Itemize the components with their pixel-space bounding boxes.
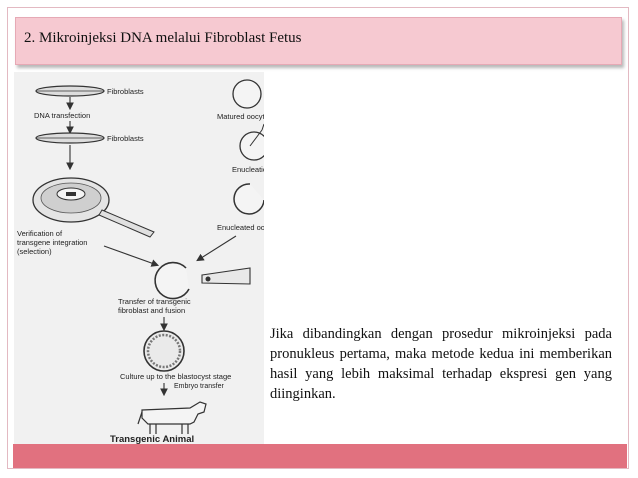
- slide-title: 2. Mikroinjeksi DNA melalui Fibroblast F…: [24, 30, 302, 47]
- arrow-to-transfer-left: [104, 246, 157, 265]
- label-matured-oocyte: Matured oocyte: [217, 112, 264, 121]
- transfer-oocyte: [155, 263, 250, 299]
- fibroblast-dish-2: [36, 133, 104, 143]
- label-verification-3: (selection): [17, 247, 52, 256]
- label-culture: Culture up to the blastocyst stage: [120, 372, 231, 381]
- transgenic-diagram: Fibroblasts DNA transfection Fibroblasts…: [14, 72, 264, 444]
- label-transgenic-animal: Transgenic Animal: [110, 434, 194, 444]
- fibroblast-dish-1: [36, 86, 104, 96]
- matured-oocyte: [233, 80, 261, 108]
- title-bar: 2. Mikroinjeksi DNA melalui Fibroblast F…: [15, 17, 622, 65]
- label-enucleation: Enucleation: [232, 165, 264, 174]
- label-transfer-2: fibroblast and fusion: [118, 306, 185, 315]
- enucleation-oocyte: [240, 124, 264, 160]
- label-dna-transfection: DNA transfection: [34, 111, 90, 120]
- label-enucleated-oocyte: Enucleated oocyte: [217, 223, 264, 232]
- slide-body-text: Jika dibandingkan dengan prosedur mikroi…: [270, 324, 612, 404]
- blastocyst: [144, 331, 184, 371]
- label-verification-1: Verification of: [17, 229, 63, 238]
- arrow-to-transfer-right: [198, 236, 236, 260]
- label-verification-2: transgene integration: [17, 238, 87, 247]
- footer-bar: [13, 444, 627, 468]
- label-transfer-1: Transfer of transgenic: [118, 297, 191, 306]
- diagram-svg: Fibroblasts DNA transfection Fibroblasts…: [14, 72, 264, 444]
- enucleated-oocyte: [234, 184, 264, 214]
- label-fibroblasts-1: Fibroblasts: [107, 87, 144, 96]
- cow-icon: [138, 402, 206, 434]
- label-embryo-transfer: Embryo transfer: [174, 383, 224, 390]
- label-fibroblasts-2: Fibroblasts: [107, 134, 144, 143]
